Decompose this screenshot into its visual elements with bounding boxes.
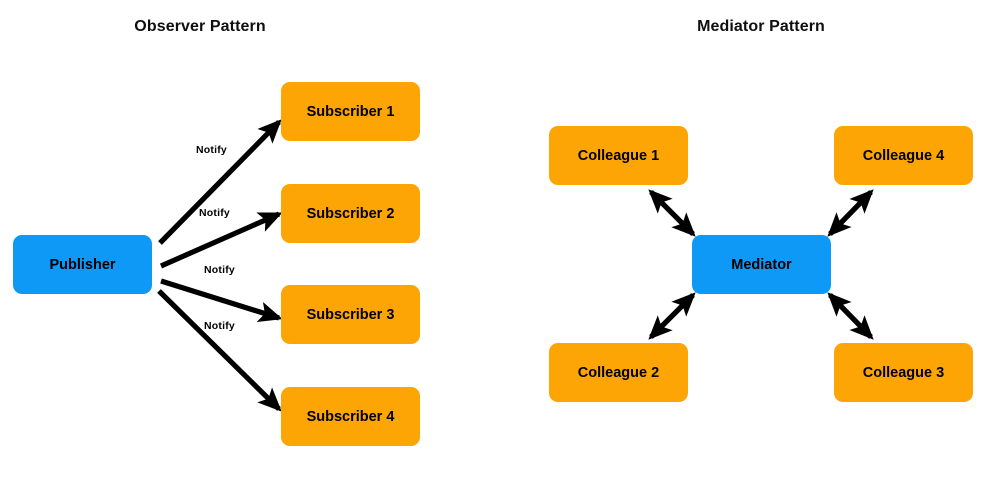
edge-label-notify-2: Notify — [199, 207, 230, 219]
node-colleague-4[interactable]: Colleague 4 — [834, 126, 973, 185]
edge-label-notify-1: Notify — [196, 144, 227, 156]
edge-publisher-to-subscriber-3 — [160, 278, 283, 323]
edge-label-notify-3: Notify — [204, 264, 235, 276]
edge-colleague-3-mediator — [827, 292, 874, 340]
node-subscriber-3[interactable]: Subscriber 3 — [281, 285, 420, 344]
edge-publisher-to-subscriber-1 — [158, 119, 282, 245]
edge-publisher-to-subscriber-2 — [159, 211, 283, 269]
node-subscriber-4[interactable]: Subscriber 4 — [281, 387, 420, 446]
mediator-panel-title: Mediator Pattern — [697, 18, 825, 35]
edge-colleague-1-mediator — [648, 189, 696, 237]
node-mediator[interactable]: Mediator — [692, 235, 831, 294]
node-publisher[interactable]: Publisher — [13, 235, 152, 294]
node-subscriber-2[interactable]: Subscriber 2 — [281, 184, 420, 243]
node-colleague-1[interactable]: Colleague 1 — [549, 126, 688, 185]
edge-colleague-2-mediator — [648, 292, 696, 340]
node-colleague-2[interactable]: Colleague 2 — [549, 343, 688, 402]
node-colleague-3[interactable]: Colleague 3 — [834, 343, 973, 402]
edge-publisher-to-subscriber-4 — [157, 289, 282, 412]
edge-colleague-4-mediator — [827, 189, 874, 237]
edge-label-notify-4: Notify — [204, 320, 235, 332]
node-subscriber-1[interactable]: Subscriber 1 — [281, 82, 420, 141]
observer-panel-title: Observer Pattern — [134, 18, 266, 35]
